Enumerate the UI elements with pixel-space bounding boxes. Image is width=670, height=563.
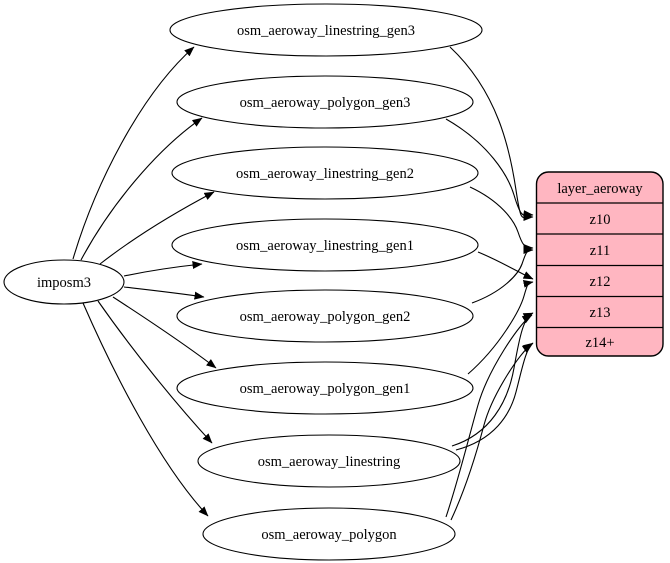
- edges-from-source: [72, 46, 217, 517]
- table-label: osm_aeroway_linestring_gen1: [236, 238, 414, 254]
- layer-record-box: [535, 171, 664, 357]
- table-ellipse: [176, 75, 474, 129]
- table-ellipse: [169, 3, 483, 57]
- table-node-osm_aeroway_linestring_gen2: osm_aeroway_linestring_gen2: [171, 146, 479, 200]
- layer-record-node: layer_aeroway z10 z11 z12 z13 z14+: [535, 171, 664, 357]
- edge-imposm3-to-osm_aeroway_polygon_gen1: [112, 296, 217, 369]
- edge-osm_aeroway_linestring_gen1-to-z12: [477, 251, 534, 280]
- edge-imposm3-to-osm_aeroway_linestring_gen2: [99, 191, 215, 265]
- table-ellipse: [176, 361, 474, 415]
- table-label: osm_aeroway_linestring: [258, 454, 401, 470]
- edge-osm_aeroway_polygon_gen2-to-z11: [471, 246, 534, 304]
- table-label: osm_aeroway_polygon_gen1: [240, 381, 411, 397]
- table-label: osm_aeroway_linestring_gen2: [236, 166, 414, 182]
- layer-row-z14: z14+: [585, 335, 614, 351]
- edges-to-layer: [445, 46, 534, 521]
- layer-row-z11: z11: [590, 243, 610, 259]
- edge-imposm3-to-osm_aeroway_linestring: [97, 300, 213, 444]
- table-ellipse: [171, 146, 479, 200]
- table-node-osm_aeroway_polygon_gen1: osm_aeroway_polygon_gen1: [176, 361, 474, 415]
- table-ellipse: [197, 434, 461, 488]
- table-node-osm_aeroway_polygon_gen2: osm_aeroway_polygon_gen2: [176, 289, 474, 343]
- layer-record-title: layer_aeroway: [557, 181, 643, 197]
- edge-imposm3-to-osm_aeroway_polygon: [82, 302, 209, 517]
- table-ellipse: [176, 289, 474, 343]
- table-label: osm_aeroway_linestring_gen3: [237, 23, 415, 39]
- table-node-osm_aeroway_polygon: osm_aeroway_polygon: [202, 507, 456, 561]
- table-node-osm_aeroway_linestring_gen3: osm_aeroway_linestring_gen3: [169, 3, 483, 57]
- layer-row-z12: z12: [590, 274, 611, 290]
- edge-osm_aeroway_polygon_gen1-to-z12: [467, 279, 534, 375]
- table-node-osm_aeroway_linestring_gen1: osm_aeroway_linestring_gen1: [171, 218, 479, 272]
- table-ellipse: [202, 507, 456, 561]
- edge-osm_aeroway_polygon-to-z13: [445, 314, 533, 518]
- table-node-osm_aeroway_linestring: osm_aeroway_linestring: [197, 434, 461, 488]
- table-label: osm_aeroway_polygon: [261, 527, 397, 543]
- source-node-imposm3: imposm3: [3, 259, 125, 305]
- edge-osm_aeroway_linestring_gen3-to-z10: [449, 46, 534, 219]
- edge-imposm3-to-osm_aeroway_linestring_gen1: [123, 261, 203, 277]
- table-ellipse: [171, 218, 479, 272]
- edge-osm_aeroway_linestring-to-z14: [455, 342, 534, 451]
- edge-osm_aeroway_polygon_gen3-to-z10: [445, 118, 534, 221]
- table-label: osm_aeroway_polygon_gen2: [240, 309, 411, 325]
- edge-imposm3-to-osm_aeroway_polygon_gen2: [123, 286, 205, 300]
- imposm3-ellipse: [3, 259, 125, 305]
- table-label: osm_aeroway_polygon_gen3: [240, 95, 411, 111]
- edge-imposm3-to-osm_aeroway_polygon_gen3: [80, 117, 203, 261]
- layer-row-z13: z13: [590, 305, 611, 321]
- edge-osm_aeroway_polygon-to-z14: [450, 343, 533, 521]
- table-node-osm_aeroway_polygon_gen3: osm_aeroway_polygon_gen3: [176, 75, 474, 129]
- edge-imposm3-to-osm_aeroway_linestring_gen3: [72, 46, 195, 260]
- layer-row-z10: z10: [590, 212, 611, 228]
- imposm3-label: imposm3: [37, 275, 91, 291]
